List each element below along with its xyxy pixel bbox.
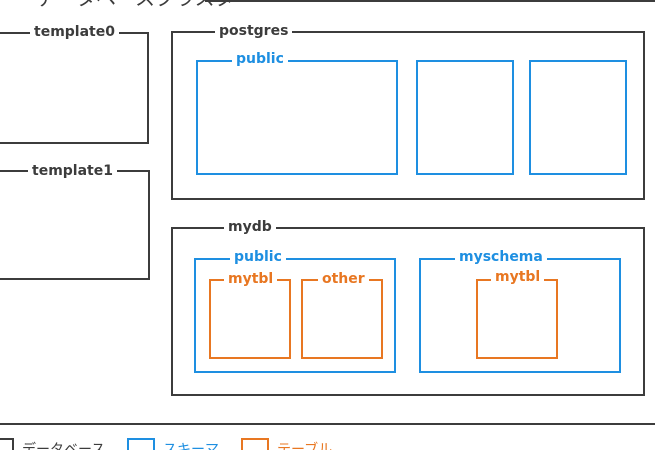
legend-separator [0, 423, 655, 425]
legend-schema-swatch [127, 438, 155, 450]
legend-database: データベース [0, 438, 105, 450]
table-myschema-mytbl-label: mytbl [491, 269, 545, 285]
database-template0-label: template0 [30, 24, 119, 40]
database-template1 [0, 170, 150, 280]
schema-postgres-public-label: public [232, 51, 288, 67]
database-mydb [171, 227, 645, 396]
table-public-other-label: other [318, 271, 369, 287]
database-mydb-label: mydb [224, 219, 276, 235]
legend-table: テーブル [241, 438, 332, 450]
schema-mydb-public-label: public [230, 249, 286, 265]
schema-postgres-public [196, 60, 398, 175]
legend-database-label: データベース [22, 442, 106, 450]
schema-postgres-unnamed-1 [416, 60, 514, 175]
schema-mydb-myschema-label: myschema [455, 249, 547, 265]
legend-schema: スキーマ [127, 438, 219, 450]
cluster-top-border [205, 0, 655, 2]
legend-table-swatch [241, 438, 269, 450]
legend-table-label: テーブル [277, 442, 333, 450]
database-postgres [171, 31, 645, 200]
table-public-other [301, 279, 383, 359]
database-template1-label: template1 [28, 163, 117, 179]
cluster-title: データベースクラスタ [30, 0, 241, 10]
table-public-mytbl [209, 279, 291, 359]
legend-schema-label: スキーマ [163, 442, 219, 450]
database-postgres-label: postgres [215, 23, 293, 39]
schema-mydb-public [194, 258, 396, 373]
legend-database-swatch [0, 438, 14, 450]
schema-postgres-unnamed-2 [529, 60, 627, 175]
table-myschema-mytbl [476, 279, 558, 359]
database-template0 [0, 32, 149, 144]
table-public-mytbl-label: mytbl [224, 271, 278, 287]
